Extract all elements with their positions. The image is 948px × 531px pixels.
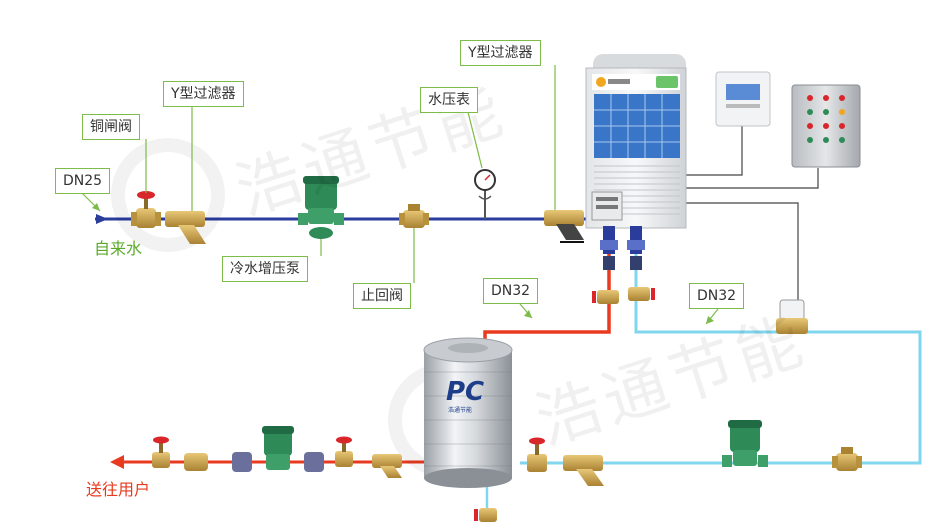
return-water-pipe: [520, 250, 922, 465]
heat-pump-unit: [585, 54, 687, 270]
outlet-valve-1: [152, 436, 170, 468]
copper-gate-valve: [131, 191, 161, 228]
circulation-pump: [722, 420, 768, 467]
tank-brand: 浩通节能: [448, 406, 472, 414]
hot-outlet-valve: [592, 290, 619, 304]
label-dn32-cold: DN32: [689, 283, 745, 309]
inlet-arrow: [96, 214, 108, 224]
outlet-arrow: [110, 455, 124, 469]
outlet-valve-2: [335, 436, 353, 467]
to-user-label: 送往用户: [86, 480, 151, 499]
control-wire-1: [686, 125, 743, 176]
label-y-filter-2: Y型过滤器: [460, 40, 541, 66]
tap-water-label: 自来水: [94, 239, 143, 258]
label-check-valve: 止回阀: [353, 283, 411, 309]
watermark-logo-1: [111, 138, 225, 252]
outlet-pump: [262, 426, 294, 470]
control-wire-2: [686, 168, 819, 189]
outlet-y-filter: [372, 454, 402, 478]
label-dn25: DN25: [55, 168, 111, 194]
leader-arrow-dn25: [92, 203, 100, 211]
wired-controller: [715, 71, 771, 127]
check-valve-top: [399, 204, 429, 228]
drain-valve: [474, 508, 497, 522]
outlet-union-2: [304, 452, 324, 472]
leader-arrow-dn32-cold: [706, 316, 714, 324]
y-filter-1: [165, 211, 206, 244]
label-dn32-hot: DN32: [483, 278, 539, 304]
label-y-filter-1: Y型过滤器: [163, 81, 244, 107]
cold-water-booster-pump: [298, 176, 344, 239]
leader-pressure-gauge: [467, 111, 483, 169]
label-copper-gate-valve: 铜闸阀: [82, 114, 140, 140]
electric-valve: [776, 299, 808, 334]
y-filter-2: [544, 210, 584, 243]
cold-return-valve: [628, 287, 655, 301]
outlet-union-1: [232, 452, 252, 472]
label-booster-pump: 冷水增压泵: [222, 256, 308, 282]
bottom-gate-valve: [527, 437, 547, 472]
control-cabinet: [791, 84, 861, 168]
pressure-gauge: [474, 169, 496, 219]
water-tank: PC 浩通节能: [423, 337, 513, 488]
bottom-check-valve: [832, 447, 862, 471]
bottom-y-filter: [563, 455, 604, 486]
outlet-check-valve: [184, 453, 208, 471]
control-wire-3: [686, 202, 799, 300]
leader-arrow-dn32-hot: [524, 310, 532, 318]
tank-logo: PC: [446, 377, 484, 407]
label-pressure-gauge: 水压表: [420, 87, 478, 113]
